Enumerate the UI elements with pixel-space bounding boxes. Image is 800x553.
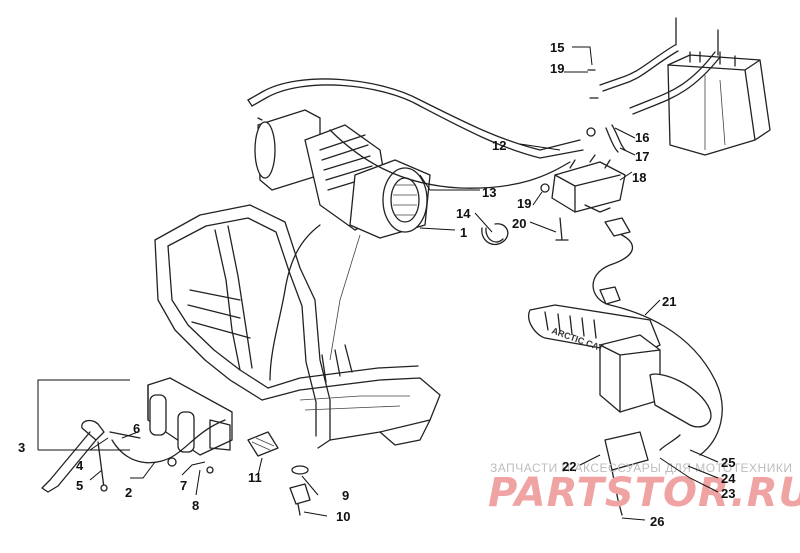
handlebar-switch: ARCTIC CAT [528, 304, 712, 428]
callout-19-top: 19 [550, 61, 564, 76]
callout-2: 2 [125, 485, 132, 500]
callout-24: 24 [721, 471, 736, 486]
callout-26: 26 [650, 514, 664, 529]
callout-leaders [89, 46, 719, 521]
callout-8: 8 [192, 498, 199, 513]
callout-11: 11 [248, 470, 262, 485]
warning-decal [247, 431, 279, 457]
callout-21: 21 [662, 294, 676, 309]
callout-15: 15 [550, 40, 564, 55]
decal-stripes [251, 437, 275, 451]
battery [667, 51, 771, 156]
watermark-brand: PARTSTOR.RU [488, 470, 800, 516]
callout-23: 23 [721, 486, 735, 501]
callout-5: 5 [76, 478, 83, 493]
winch-control-switch [41, 377, 233, 493]
callout-9: 9 [342, 488, 349, 503]
callout-12: 12 [492, 138, 506, 153]
callout-4: 4 [76, 458, 84, 473]
front-bumper-frame [154, 204, 441, 449]
bolt [289, 483, 311, 516]
callout-18: 18 [632, 170, 646, 185]
callout-20: 20 [512, 216, 526, 231]
callout-17: 17 [635, 149, 649, 164]
winch-wire [269, 224, 321, 381]
callout-22: 22 [562, 459, 576, 474]
callout-1: 1 [460, 225, 467, 240]
callout-13: 13 [482, 185, 496, 200]
winch-assembly [254, 109, 431, 239]
winch-contactor [540, 127, 626, 241]
battery-cables [587, 17, 721, 153]
callout-7: 7 [180, 478, 187, 493]
callout-6: 6 [133, 421, 140, 436]
callout-14: 14 [456, 206, 471, 221]
winch-mount-line [329, 234, 361, 361]
switch-harness [592, 217, 723, 516]
callout-16: 16 [635, 130, 649, 145]
callout-3-bracket [37, 379, 130, 451]
callout-19-bottom: 19 [517, 196, 531, 211]
winch-cables [247, 78, 584, 189]
callout-labels: 1 2 3 4 5 6 7 8 9 10 11 12 13 14 15 16 1… [18, 40, 736, 529]
watermark-text: ЗАПЧАСТИ И АКСЕССУАРЫ ДЛЯ МОТОТЕХНИКИ [490, 461, 792, 475]
washer [291, 465, 309, 475]
callout-25: 25 [721, 455, 735, 470]
callout-10: 10 [336, 509, 350, 524]
callout-3: 3 [18, 440, 25, 455]
wire-clip [481, 223, 509, 245]
